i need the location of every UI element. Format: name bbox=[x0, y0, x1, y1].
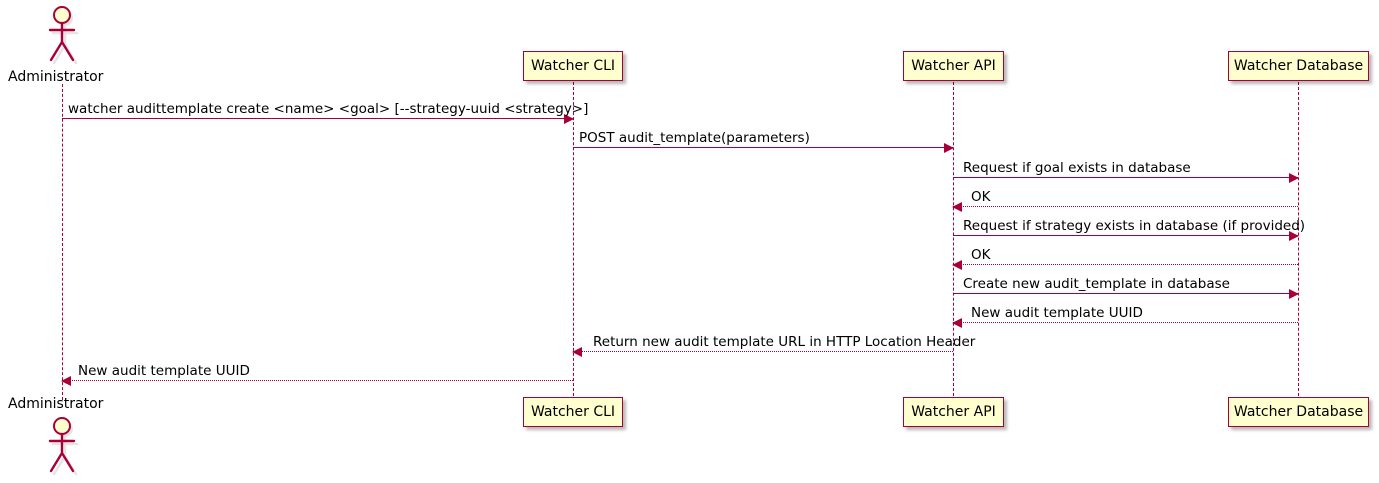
arrowhead-left-icon bbox=[61, 376, 71, 386]
message-arrow-10 bbox=[61, 376, 573, 386]
participant-watcher-cli-bottom[interactable]: Watcher CLI bbox=[523, 397, 623, 427]
message-arrow-7 bbox=[953, 289, 1299, 299]
arrowhead-right-icon bbox=[944, 143, 954, 153]
message-arrow-3 bbox=[953, 173, 1299, 183]
participant-label: Watcher Database bbox=[1233, 58, 1364, 74]
message-label-4: OK bbox=[971, 189, 991, 205]
participant-label: Watcher CLI bbox=[530, 404, 616, 420]
message-arrow-8 bbox=[952, 318, 1298, 328]
arrowhead-left-icon bbox=[952, 260, 962, 270]
participant-label: Watcher API bbox=[911, 404, 996, 420]
lifeline-watcher-api bbox=[953, 82, 954, 396]
lifeline-watcher-cli bbox=[573, 82, 574, 396]
participant-label: Watcher Database bbox=[1233, 404, 1364, 420]
message-arrow-6 bbox=[952, 260, 1298, 270]
arrowhead-right-icon bbox=[1289, 173, 1299, 183]
message-label-10: New audit template UUID bbox=[78, 363, 250, 379]
arrowhead-right-icon bbox=[1289, 231, 1299, 241]
message-label-2: POST audit_template(parameters) bbox=[579, 130, 810, 146]
message-arrow-9 bbox=[572, 347, 953, 357]
message-label-6: OK bbox=[971, 247, 991, 263]
arrowhead-left-icon bbox=[572, 347, 582, 357]
message-arrow-1 bbox=[62, 114, 574, 124]
actor-administrator-top bbox=[40, 4, 84, 65]
arrowhead-left-icon bbox=[952, 318, 962, 328]
participant-watcher-api-bottom[interactable]: Watcher API bbox=[903, 397, 1004, 427]
arrowhead-left-icon bbox=[952, 202, 962, 212]
message-arrow-5 bbox=[953, 231, 1299, 241]
message-label-1: watcher audittemplate create <name> <goa… bbox=[68, 101, 589, 117]
actor-label-administrator-top: Administrator bbox=[8, 69, 104, 85]
participant-watcher-database-top[interactable]: Watcher Database bbox=[1228, 51, 1369, 81]
participant-watcher-api-top[interactable]: Watcher API bbox=[903, 51, 1004, 81]
message-label-8: New audit template UUID bbox=[971, 305, 1143, 321]
message-label-3: Request if goal exists in database bbox=[963, 160, 1191, 176]
message-label-5: Request if strategy exists in database (… bbox=[963, 218, 1306, 234]
arrowhead-right-icon bbox=[1289, 289, 1299, 299]
participant-watcher-cli-top[interactable]: Watcher CLI bbox=[523, 51, 623, 81]
participant-label: Watcher CLI bbox=[530, 58, 616, 74]
actor-administrator-bottom bbox=[40, 415, 84, 476]
arrowhead-right-icon bbox=[564, 114, 574, 124]
participant-watcher-database-bottom[interactable]: Watcher Database bbox=[1228, 397, 1369, 427]
lifeline-administrator bbox=[62, 84, 63, 400]
message-arrow-4 bbox=[952, 202, 1298, 212]
message-label-9: Return new audit template URL in HTTP Lo… bbox=[593, 334, 976, 350]
participant-label: Watcher API bbox=[911, 58, 996, 74]
message-label-7: Create new audit_template in database bbox=[963, 276, 1230, 292]
actor-label-administrator-bottom: Administrator bbox=[8, 396, 104, 412]
message-arrow-2 bbox=[573, 143, 954, 153]
